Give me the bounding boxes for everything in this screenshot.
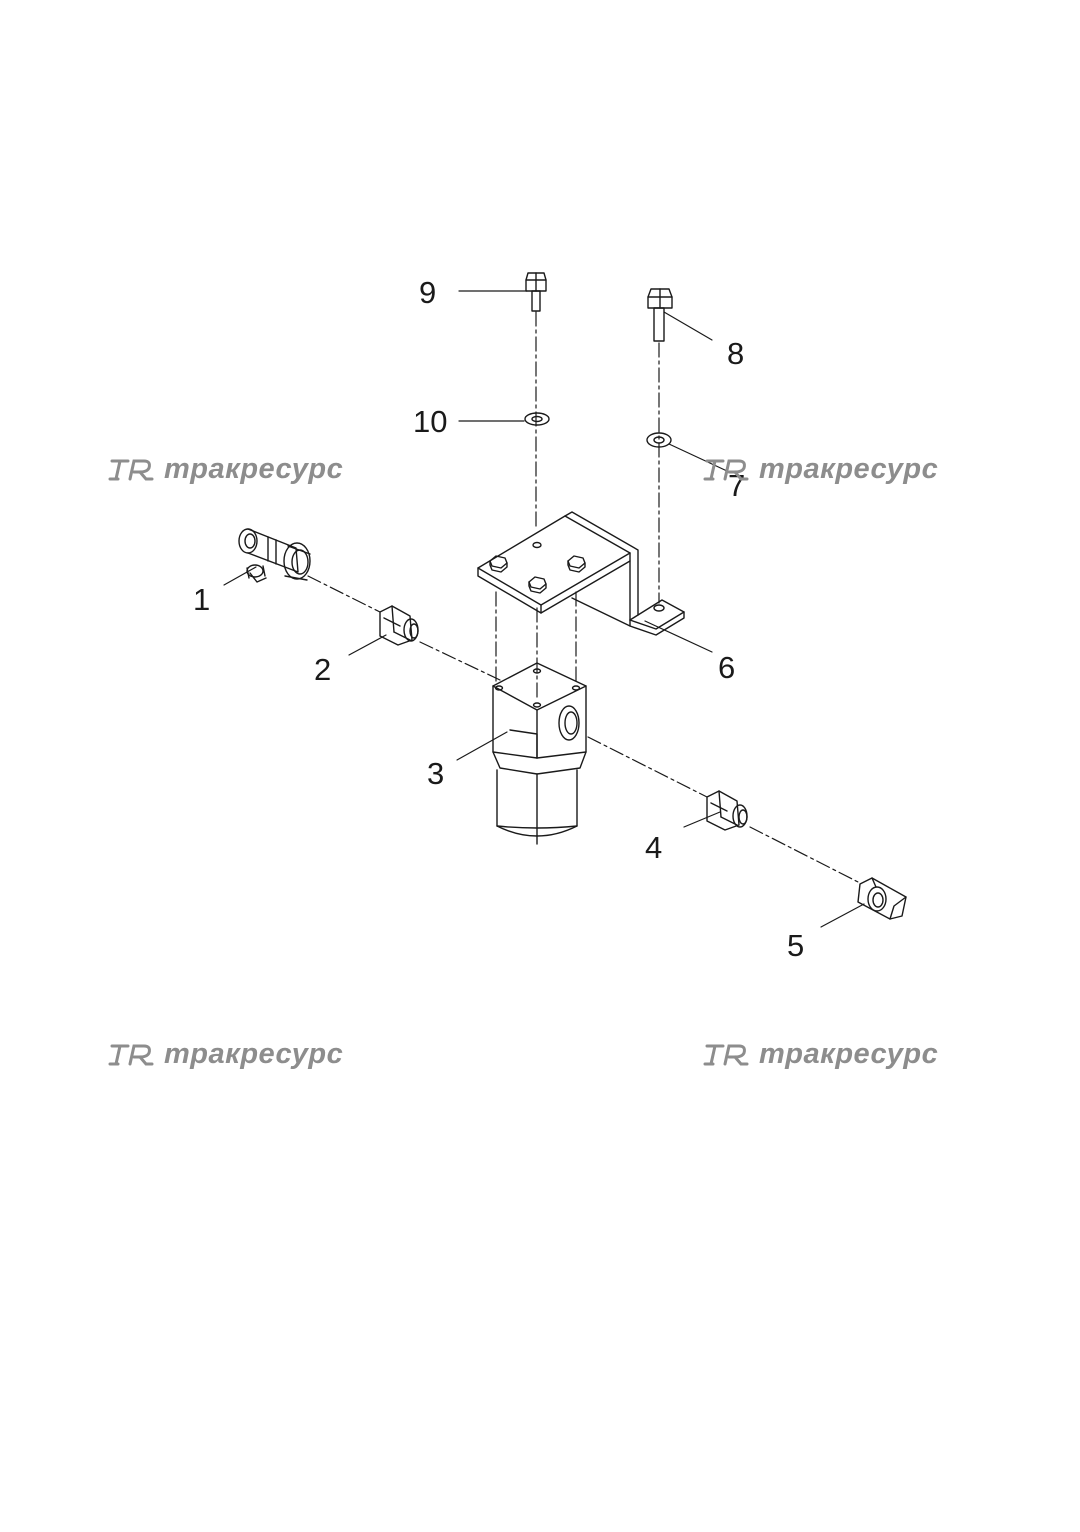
watermark-logo: тракресурс xyxy=(703,1038,938,1071)
watermark-text: тракресурс xyxy=(164,453,344,485)
tr-logo-icon xyxy=(108,459,154,480)
part-4-adapter xyxy=(706,790,748,831)
tr-logo-icon xyxy=(108,1044,154,1065)
part-10-washer xyxy=(524,412,550,426)
part-5-fitting xyxy=(857,877,907,920)
part-3-filter xyxy=(492,662,587,845)
part-9-bolt xyxy=(525,272,547,312)
tr-logo-icon xyxy=(703,1044,749,1065)
part-8-bolt xyxy=(647,288,673,342)
watermark-text: тракресурс xyxy=(759,1038,939,1070)
watermark-text: тракресурс xyxy=(164,1038,344,1070)
part-7-washer xyxy=(646,432,672,448)
callout-6: 6 xyxy=(718,650,736,685)
callout-3: 3 xyxy=(427,756,445,791)
watermark-logo: тракресурс xyxy=(108,1038,343,1071)
part-2-adapter xyxy=(379,605,419,646)
center-lines xyxy=(307,311,861,884)
watermark-logo: тракресурс xyxy=(108,453,343,486)
part-1-tee xyxy=(238,528,311,583)
watermark-logo: тракресурс xyxy=(703,453,938,486)
callout-1: 1 xyxy=(193,582,211,617)
callout-8: 8 xyxy=(727,336,745,371)
callout-9: 9 xyxy=(419,275,437,310)
callout-4: 4 xyxy=(645,830,663,865)
callout-5: 5 xyxy=(787,928,805,963)
tr-logo-icon xyxy=(703,459,749,480)
callout-10: 10 xyxy=(413,404,448,439)
leader-lines xyxy=(223,290,865,928)
watermark-text: тракресурс xyxy=(759,453,939,485)
callout-2: 2 xyxy=(314,652,332,687)
part-6-bracket xyxy=(477,511,685,636)
